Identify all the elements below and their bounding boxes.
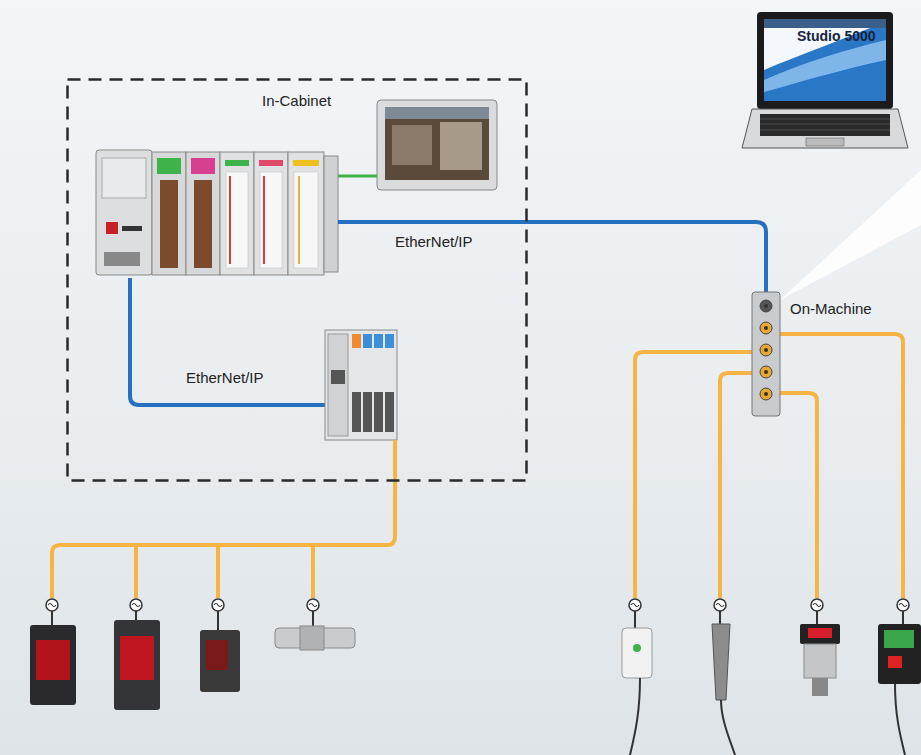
network-label: EtherNet/IP (186, 369, 264, 386)
io-module (325, 330, 397, 440)
software-title: Studio 5000 (797, 28, 876, 44)
io-block-symbol (752, 292, 780, 416)
controller-rack (96, 150, 338, 275)
ethernet-connector (528, 222, 766, 292)
hmi-cable (338, 175, 377, 178)
node-heading: On-Machine (790, 300, 872, 317)
laptop (742, 12, 908, 148)
on-machine-block: On-Machine (752, 292, 780, 416)
light-wedge (780, 170, 921, 300)
sensor (30, 620, 921, 755)
connector-symbol (46, 599, 909, 611)
node-heading: In-Cabinet (262, 92, 331, 109)
network-label: EtherNet/IP (395, 233, 473, 250)
hmi-panel (377, 100, 497, 190)
cabinet-region: In-Cabinet (66, 78, 528, 482)
dashed-outline (66, 78, 528, 482)
